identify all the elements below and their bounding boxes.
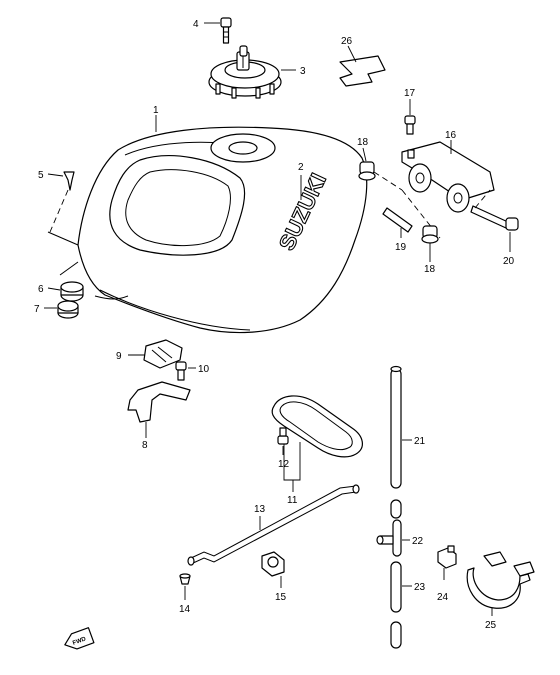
part-18-grommet-upper <box>358 161 376 181</box>
callout-labels: 1 2 3 4 5 6 7 8 9 10 11 12 13 14 15 16 1… <box>34 19 515 631</box>
callout-12: 12 <box>278 459 290 470</box>
callout-15: 15 <box>275 592 287 603</box>
part-9-rubber-cushion <box>143 339 183 369</box>
callout-26: 26 <box>341 36 353 47</box>
callout-3: 3 <box>300 66 306 77</box>
part-17-bolt <box>404 115 416 135</box>
callout-6: 6 <box>38 284 44 295</box>
part-14-plug <box>179 573 191 585</box>
part-20-bolt <box>470 205 519 231</box>
callout-21: 21 <box>414 436 426 447</box>
part-1-fuel-tank <box>47 126 368 334</box>
part-4-bolt <box>220 17 232 44</box>
part-26-pad <box>339 55 386 87</box>
part-22-joint <box>376 499 402 557</box>
callout-5: 5 <box>38 170 44 181</box>
callout-1: 1 <box>153 105 159 116</box>
part-13-pipe <box>187 484 360 566</box>
callout-23: 23 <box>414 582 426 593</box>
part-23-hose <box>390 561 402 649</box>
part-15-clamp <box>261 551 285 577</box>
callout-10: 10 <box>198 364 210 375</box>
callout-20: 20 <box>503 256 515 267</box>
callout-18-lower: 18 <box>424 264 436 275</box>
part-6-cushion <box>60 281 84 302</box>
part-16-bracket <box>401 141 495 213</box>
callout-2: 2 <box>298 162 304 173</box>
callout-8: 8 <box>142 440 148 451</box>
part-25-clamp <box>466 551 535 609</box>
callout-7: 7 <box>34 304 40 315</box>
callout-9: 9 <box>116 351 122 362</box>
callout-19: 19 <box>395 242 407 253</box>
part-19-collar <box>382 207 413 233</box>
callout-11: 11 <box>287 495 298 506</box>
part-21-hose <box>390 365 402 489</box>
callout-13: 13 <box>254 504 266 515</box>
forward-direction-label: FWD <box>72 636 88 647</box>
callout-25: 25 <box>485 620 497 631</box>
part-5-screw <box>63 171 75 191</box>
part-10-screw <box>175 361 187 381</box>
callout-16: 16 <box>445 130 457 141</box>
callout-14: 14 <box>179 604 191 615</box>
part-12-bolt <box>277 427 289 445</box>
part-8-bracket <box>127 381 191 423</box>
part-11-gasket <box>271 395 363 458</box>
callout-18-upper: 18 <box>357 137 369 148</box>
callout-4: 4 <box>193 19 199 30</box>
forward-direction-arrow-icon: FWD <box>64 627 95 650</box>
part-18-grommet-lower <box>421 225 439 244</box>
part-24-clip <box>437 545 457 569</box>
callout-24: 24 <box>437 592 449 603</box>
callout-22: 22 <box>412 536 424 547</box>
part-3-fuel-cap <box>208 45 282 99</box>
part-7-cushion <box>57 300 79 319</box>
callout-17: 17 <box>404 88 416 99</box>
